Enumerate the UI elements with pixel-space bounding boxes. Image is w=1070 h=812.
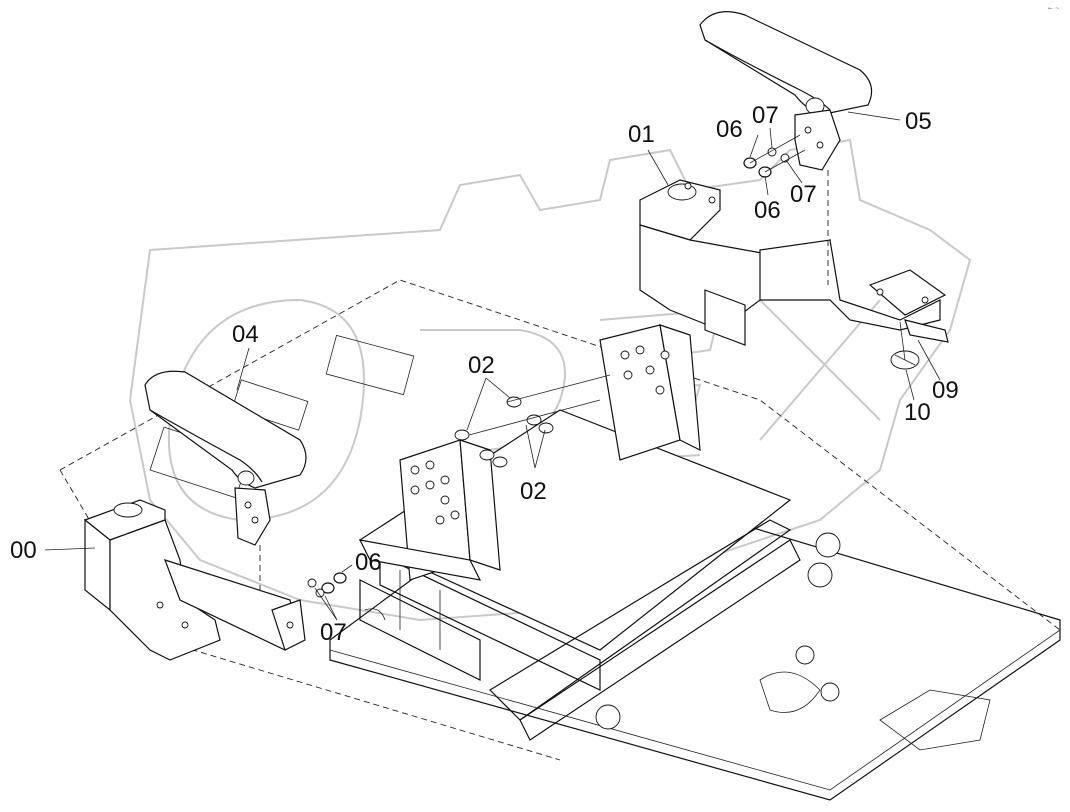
bolts-02 — [454, 374, 611, 468]
callout-06-top: 06 — [716, 116, 743, 143]
callout-06-left: 06 — [355, 549, 382, 576]
callout-01: 01 — [628, 121, 655, 148]
callout-10: 10 — [904, 399, 931, 426]
callout-07-right: 07 — [790, 181, 817, 208]
callout-06-right: 06 — [754, 197, 781, 224]
left-fasteners — [307, 572, 347, 598]
left-armrest-bracket — [83, 499, 306, 661]
clip-and-clamp — [890, 319, 949, 370]
callout-02-lower: 02 — [520, 478, 547, 505]
callout-02-upper: 02 — [468, 352, 495, 379]
right-armrest-bracket — [639, 179, 947, 346]
callout-05: 05 — [905, 108, 932, 135]
callout-07-top: 07 — [752, 102, 779, 129]
callout-09: 09 — [932, 377, 959, 404]
right-fasteners — [743, 134, 806, 178]
callout-04: 04 — [232, 321, 259, 348]
leader-lines — [44, 111, 941, 621]
callout-00: 00 — [10, 537, 37, 564]
left-armrest — [144, 370, 307, 600]
callout-07-left: 07 — [320, 619, 347, 646]
left-mount-bracket — [358, 439, 501, 581]
right-mount-bracket — [599, 324, 701, 461]
corner-mark: ← ~ — [1048, 5, 1060, 12]
right-armrest — [699, 11, 873, 285]
cable — [364, 608, 386, 621]
